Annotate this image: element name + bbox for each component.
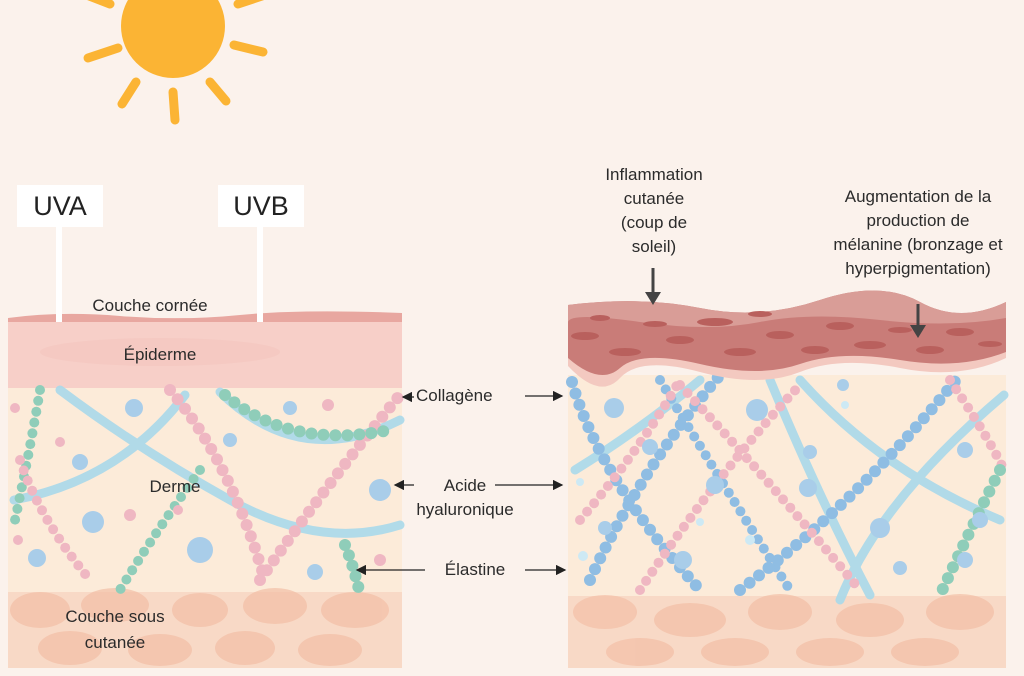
sun-icon <box>83 0 268 125</box>
sunburned-skin-section <box>566 290 1009 668</box>
acide-line-2: hyaluronique <box>416 500 514 519</box>
uvb-label: UVB <box>218 185 304 227</box>
fiber-strands-right <box>566 371 1007 596</box>
melanine-label: Augmentation de la production de mélanin… <box>818 185 1018 281</box>
melanine-line-4: hyperpigmentation) <box>845 259 991 278</box>
acide-line-1: Acide <box>443 476 487 495</box>
hypodermis-cells <box>10 588 389 666</box>
inflammation-line-4: soleil) <box>631 237 677 256</box>
uv-rays <box>56 220 263 322</box>
melanine-line-1: Augmentation de la <box>844 187 992 206</box>
hyaluronic-dots <box>10 399 391 580</box>
down-arrows <box>645 268 926 338</box>
couche-sous-line-1: Couche sous <box>65 607 165 626</box>
elastine-label: Élastine <box>444 560 506 579</box>
collagene-label: Collagène <box>416 386 493 405</box>
inflammation-line-2: cutanée <box>623 189 685 208</box>
label-arrows <box>355 390 567 576</box>
hyaluronic-dots-right <box>576 379 988 575</box>
couche-sous-line-2: cutanée <box>84 633 146 652</box>
acide-hyaluronique-label: Acide hyaluronique <box>400 474 530 522</box>
healthy-skin-section <box>8 311 405 668</box>
couche-sous-cutanee-label: Couche sous cutanée <box>40 605 190 655</box>
melanine-line-2: production de <box>866 211 970 230</box>
inflammation-line-3: (coup de <box>620 213 688 232</box>
couche-cornee-label: Couche cornée <box>92 296 208 315</box>
inflammation-label: Inflammation cutanée (coup de soleil) <box>574 163 734 259</box>
melanin-spots <box>571 311 1002 356</box>
derme-label: Derme <box>149 477 201 496</box>
fiber-strands <box>10 384 404 594</box>
hypodermis-cells-right <box>573 594 994 666</box>
inflammation-line-1: Inflammation <box>605 165 703 184</box>
uva-label: UVA <box>17 185 103 227</box>
melanine-line-3: mélanine (bronzage et <box>833 235 1003 254</box>
epiderme-label: Épiderme <box>123 345 197 364</box>
